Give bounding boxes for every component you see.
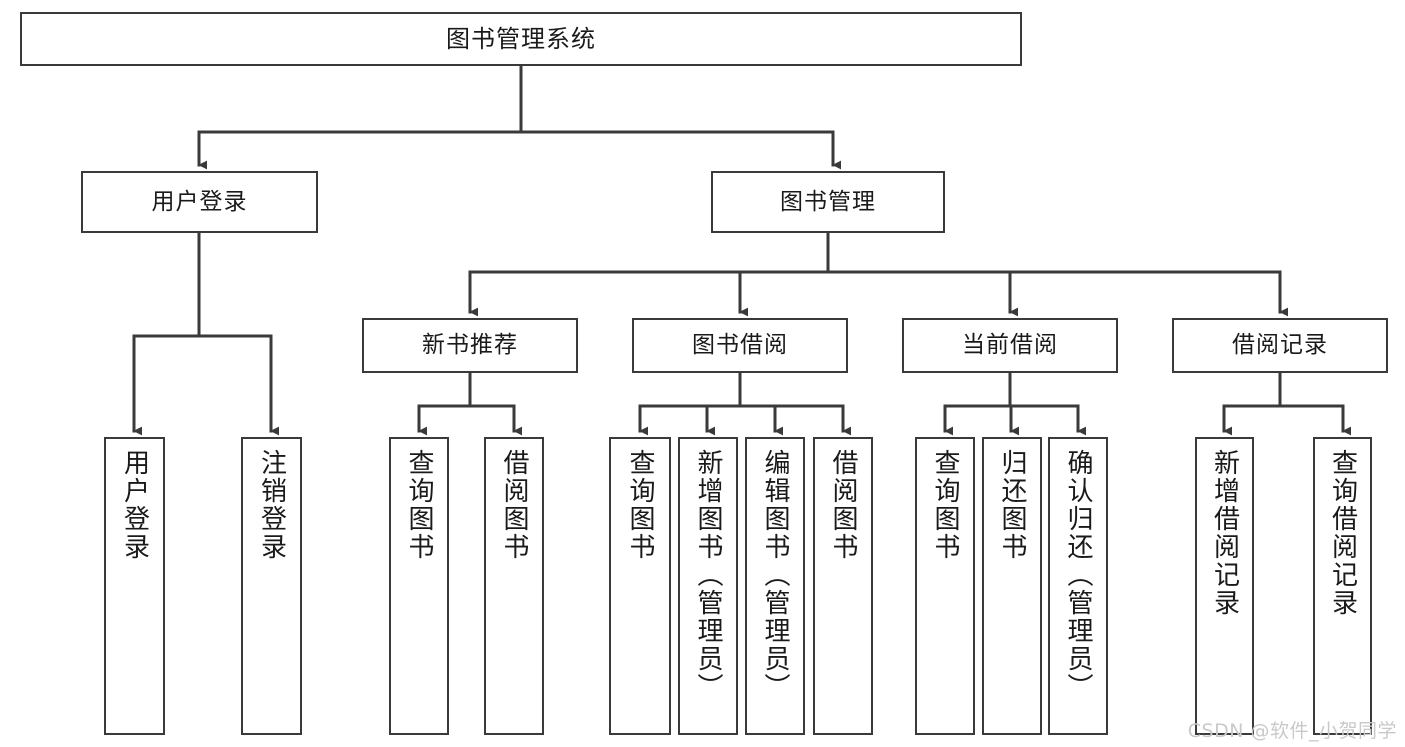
leaf-label: 归还图书 — [997, 449, 1028, 561]
node-book-management[interactable]: 图书管理 — [711, 171, 945, 233]
node-root-label: 图书管理系统 — [446, 25, 596, 53]
node-book-borrow-label: 图书借阅 — [692, 332, 788, 358]
leaf-label: 用户登录 — [119, 449, 150, 561]
node-borrow-record[interactable]: 借阅记录 — [1172, 318, 1388, 373]
leaf-book-borrow-query[interactable]: 查询图书 — [609, 437, 671, 735]
leaf-label: 查询图书 — [404, 449, 435, 561]
node-current-borrow[interactable]: 当前借阅 — [902, 318, 1118, 373]
leaf-borrow-record-add[interactable]: 新增借阅记录 — [1195, 437, 1254, 735]
leaf-current-borrow-confirm[interactable]: 确认归还（管理员） — [1048, 437, 1108, 735]
leaf-label: 注销登录 — [256, 449, 287, 561]
leaf-label: 新增图书（管理员） — [693, 449, 724, 701]
leaf-book-borrow-add[interactable]: 新增图书（管理员） — [678, 437, 738, 735]
leaf-label: 查询图书 — [930, 449, 961, 561]
leaf-current-borrow-query[interactable]: 查询图书 — [915, 437, 975, 735]
leaf-label: 编辑图书（管理员） — [760, 449, 791, 701]
leaf-book-borrow-borrow[interactable]: 借阅图书 — [813, 437, 873, 735]
leaf-label: 确认归还（管理员） — [1063, 449, 1094, 701]
leaf-current-borrow-return[interactable]: 归还图书 — [982, 437, 1042, 735]
leaf-user-login-logout[interactable]: 注销登录 — [241, 437, 302, 735]
leaf-label: 新增借阅记录 — [1209, 449, 1240, 617]
node-book-management-label: 图书管理 — [780, 188, 876, 215]
leaf-label: 查询借阅记录 — [1327, 449, 1358, 617]
leaf-borrow-record-query[interactable]: 查询借阅记录 — [1313, 437, 1372, 735]
leaf-user-login-login[interactable]: 用户登录 — [104, 437, 165, 735]
node-current-borrow-label: 当前借阅 — [962, 332, 1058, 358]
leaf-label: 查询图书 — [625, 449, 656, 561]
node-book-borrow[interactable]: 图书借阅 — [632, 318, 848, 373]
node-borrow-record-label: 借阅记录 — [1232, 332, 1328, 358]
leaf-new-book-query[interactable]: 查询图书 — [389, 437, 449, 735]
leaf-label: 借阅图书 — [828, 449, 859, 561]
node-root-system[interactable]: 图书管理系统 — [20, 12, 1022, 66]
node-user-login-label: 用户登录 — [151, 188, 248, 215]
node-new-book-recommend[interactable]: 新书推荐 — [362, 318, 578, 373]
leaf-label: 借阅图书 — [499, 449, 530, 561]
leaf-book-borrow-edit[interactable]: 编辑图书（管理员） — [745, 437, 805, 735]
csdn-watermark: CSDN @软件_小贺同学 — [1187, 720, 1397, 742]
leaf-new-book-borrow[interactable]: 借阅图书 — [484, 437, 544, 735]
node-user-login[interactable]: 用户登录 — [81, 171, 318, 233]
node-new-book-recommend-label: 新书推荐 — [422, 332, 518, 358]
